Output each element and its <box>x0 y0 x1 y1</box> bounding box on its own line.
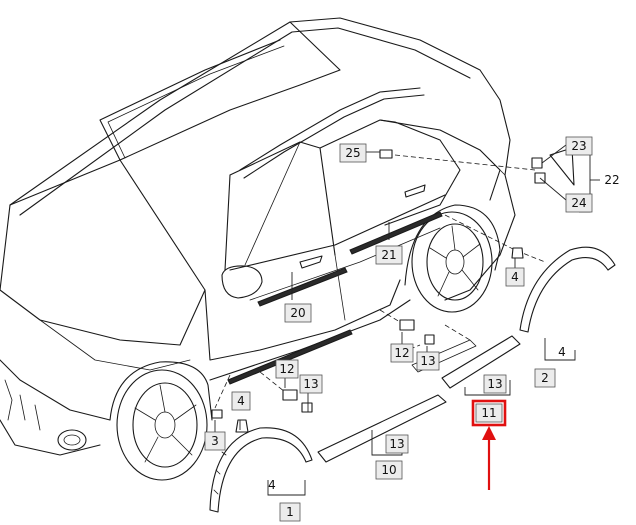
clip-3 <box>211 409 223 419</box>
svg-text:2: 2 <box>541 371 549 385</box>
clip-4-left <box>235 419 249 433</box>
callout-25[interactable]: 25 <box>339 143 367 163</box>
clip-12-left <box>282 389 298 401</box>
callout-22[interactable]: 22 <box>604 173 619 187</box>
sill-trim-11 <box>441 335 521 389</box>
callout-20[interactable]: 20 <box>284 303 312 323</box>
svg-text:4: 4 <box>511 270 519 284</box>
callout-13-right[interactable]: 13 <box>416 351 440 371</box>
callout-13-near-10[interactable]: 13 <box>385 434 409 454</box>
svg-text:20: 20 <box>290 306 305 320</box>
svg-text:3: 3 <box>211 434 219 448</box>
clip-13-left <box>301 402 313 413</box>
callout-24[interactable]: 24 <box>565 193 593 213</box>
svg-text:13: 13 <box>420 354 435 368</box>
clip-4-right <box>511 247 524 259</box>
parts <box>209 147 616 513</box>
callout-11[interactable]: 11 <box>471 399 507 427</box>
highlight-arrow <box>482 426 496 490</box>
callout-12-left[interactable]: 12 <box>275 359 299 379</box>
clip-13-right <box>424 334 435 345</box>
svg-text:25: 25 <box>345 146 360 160</box>
svg-text:1: 1 <box>286 505 294 519</box>
svg-text:13: 13 <box>389 437 404 451</box>
svg-text:13: 13 <box>487 377 502 391</box>
vehicle-outline <box>0 17 516 481</box>
svg-text:21: 21 <box>381 248 396 262</box>
callout-21[interactable]: 21 <box>375 245 403 265</box>
clip-23 <box>531 157 543 169</box>
door-strip-21 <box>349 211 443 255</box>
svg-text:4: 4 <box>237 394 245 408</box>
highlight-box <box>471 399 507 427</box>
screw-25 <box>379 149 393 159</box>
callout-labels: 1 4 2 4 3 4 4 10 <box>204 136 620 522</box>
callout-4-near-1[interactable]: 4 <box>268 478 276 492</box>
callout-3[interactable]: 3 <box>204 431 226 451</box>
callout-1[interactable]: 1 <box>279 502 301 522</box>
svg-text:12: 12 <box>394 346 409 360</box>
triangle-cover-22 <box>549 147 575 186</box>
svg-text:4: 4 <box>268 478 276 492</box>
door-strip-20 <box>257 267 348 307</box>
callout-23[interactable]: 23 <box>565 136 593 156</box>
callout-13-left[interactable]: 13 <box>299 374 323 394</box>
svg-text:22: 22 <box>604 173 619 187</box>
rear-wheel-arch-trim <box>519 246 616 333</box>
callout-2[interactable]: 2 <box>534 368 556 388</box>
callout-10[interactable]: 10 <box>375 460 403 480</box>
callout-4-near-3[interactable]: 4 <box>231 391 251 411</box>
callout-13-near-11[interactable]: 13 <box>483 374 507 394</box>
svg-text:12: 12 <box>279 362 294 376</box>
front-wheel-arch-trim <box>209 427 313 513</box>
svg-text:23: 23 <box>571 139 586 153</box>
callout-4-right[interactable]: 4 <box>505 267 525 287</box>
svg-text:4: 4 <box>558 345 566 359</box>
callout-12-right[interactable]: 12 <box>390 343 414 363</box>
sill-trim-10 <box>317 394 447 463</box>
callout-4-near-2[interactable]: 4 <box>558 345 566 359</box>
clip-12-right <box>399 319 415 331</box>
svg-text:11: 11 <box>481 406 496 420</box>
svg-text:24: 24 <box>571 196 586 210</box>
svg-text:10: 10 <box>381 463 396 477</box>
svg-text:13: 13 <box>303 377 318 391</box>
